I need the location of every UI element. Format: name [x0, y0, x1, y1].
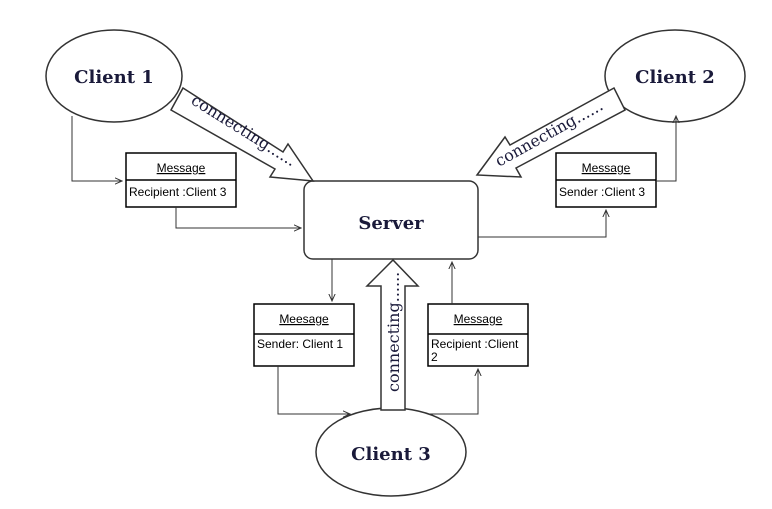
- message-title: Message: [454, 312, 503, 326]
- message-body: Recipient :Client: [431, 337, 519, 351]
- message-box-recipient-client2[interactable]: Message Recipient :Client 2: [427, 303, 529, 367]
- message-body: Sender: Client 1: [257, 337, 343, 351]
- message-box-sender-client3[interactable]: Message Sender :Client 3: [555, 152, 657, 208]
- client-1-node[interactable]: Client 1: [45, 29, 183, 123]
- connector-server-to-message: [478, 210, 606, 238]
- message-title: Message: [582, 161, 631, 175]
- message-box-sender-client1[interactable]: Meesage Sender: Client 1: [253, 303, 355, 367]
- message-title: Message: [157, 161, 206, 175]
- client-1-label: Client 1: [74, 67, 154, 88]
- connecting-arrow-client3: connecting......: [365, 258, 420, 411]
- client-3-label: Client 3: [351, 444, 431, 465]
- connecting-label-client3: connecting......: [384, 272, 403, 392]
- message-body: Recipient :Client 3: [129, 185, 227, 199]
- client-3-node[interactable]: Client 3: [315, 407, 467, 497]
- connector-message-to-server: [175, 207, 301, 228]
- connector-client1-to-message: [71, 116, 122, 181]
- server-node[interactable]: Server: [303, 180, 479, 260]
- connector-message-to-client2: [656, 116, 676, 182]
- client-2-label: Client 2: [635, 67, 715, 88]
- message-title: Meesage: [279, 312, 329, 326]
- message-body: Sender :Client 3: [559, 185, 645, 199]
- client-2-node[interactable]: Client 2: [604, 29, 746, 123]
- connector-message-to-client3: [277, 366, 350, 414]
- connector-client3-to-message: [428, 369, 478, 415]
- message-body: 2: [431, 350, 438, 364]
- message-box-recipient-client3[interactable]: Message Recipient :Client 3: [125, 152, 237, 208]
- server-label: Server: [358, 213, 424, 234]
